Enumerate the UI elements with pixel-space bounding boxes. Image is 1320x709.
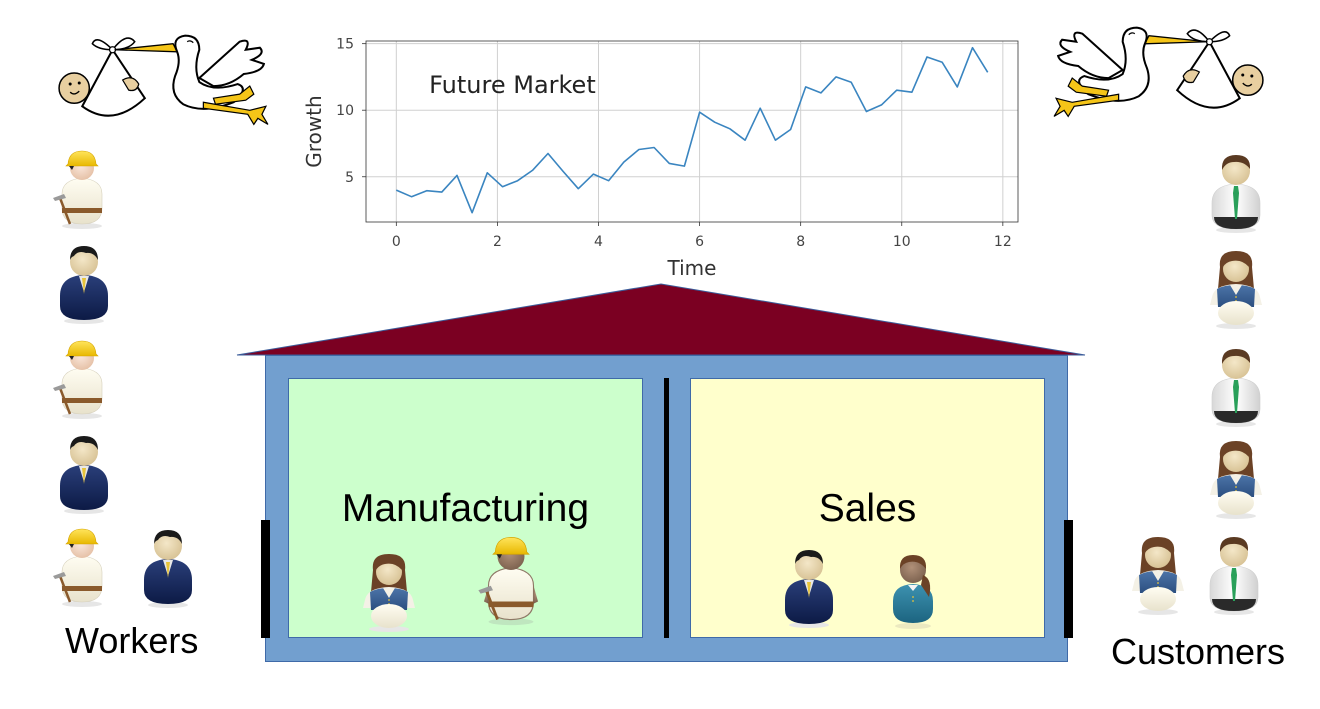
construction-worker-icon: [50, 146, 114, 230]
manufacturing-room: Manufacturing: [288, 378, 643, 638]
manufacturing-title: Manufacturing: [341, 487, 590, 530]
sales-room: Sales: [690, 378, 1045, 638]
right-door: [1064, 520, 1073, 638]
woman-vest-icon: [357, 547, 421, 633]
x-tick-label: 0: [392, 234, 401, 250]
left-door: [261, 520, 270, 638]
customers-label: Customers: [1111, 631, 1286, 672]
man-green-tie-icon: [1202, 528, 1266, 618]
man-green-tie-icon: [1204, 340, 1268, 430]
x-axis-label: Time: [667, 256, 717, 280]
y-axis-label: Growth: [302, 95, 326, 167]
x-tick-label: 12: [994, 234, 1012, 250]
y-tick-label: 5: [345, 170, 354, 186]
construction-worker-icon: [50, 336, 114, 420]
building-wall: [265, 355, 1068, 662]
y-tick-label: 15: [336, 37, 354, 53]
x-tick-label: 8: [796, 234, 805, 250]
businessman-icon: [777, 541, 841, 631]
x-tick-label: 2: [493, 234, 502, 250]
sales-title: Sales: [818, 487, 917, 530]
chart-annotation: Future Market: [429, 71, 596, 99]
x-tick-label: 6: [695, 234, 704, 250]
plot-frame: [365, 40, 1019, 223]
x-tick-label: 10: [893, 234, 911, 250]
woman-vest-icon: [1204, 244, 1268, 330]
stork-delivering-baby-icon: [1048, 18, 1270, 122]
construction-worker-icon: [475, 531, 547, 627]
room-divider: [664, 378, 669, 638]
construction-worker-icon: [50, 524, 114, 608]
woman-vest-icon: [1204, 434, 1268, 520]
man-green-tie-icon: [1204, 146, 1268, 236]
businessman-icon: [52, 240, 116, 324]
stork-delivering-baby-icon: [52, 26, 274, 130]
woman-teal-shirt-icon: [881, 545, 945, 629]
woman-vest-icon: [1126, 530, 1190, 616]
x-tick-label: 4: [594, 234, 603, 250]
y-tick-label: 10: [336, 103, 354, 119]
businessman-icon: [136, 524, 200, 608]
series-line: [395, 46, 989, 214]
workers-label: Workers: [65, 620, 199, 661]
businessman-icon: [52, 430, 116, 514]
